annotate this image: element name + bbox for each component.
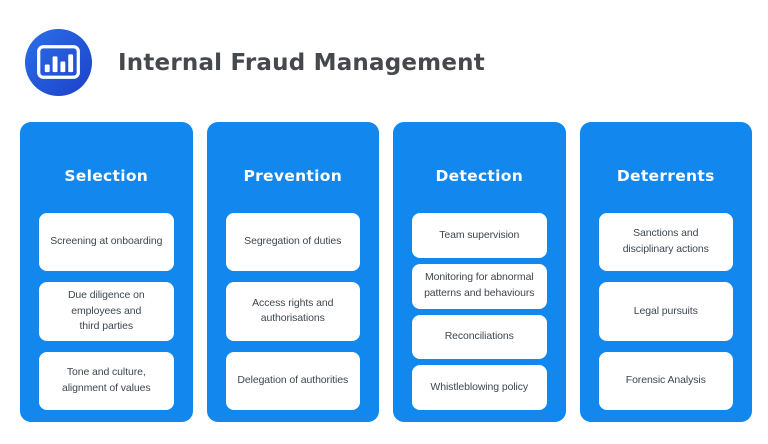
card-label: Access rights and authorisations	[252, 296, 334, 325]
card: Screening at onboarding	[39, 213, 174, 272]
card: Tone and culture, alignment of values	[39, 351, 174, 410]
column-title: Prevention	[243, 167, 343, 185]
column-deterrents: Deterrents Sanctions and disciplinary ac…	[579, 122, 752, 422]
card: Segregation of duties	[225, 213, 360, 272]
column-title: Detection	[435, 167, 524, 185]
card: Sanctions and disciplinary actions	[598, 213, 733, 272]
column-prevention: Prevention Segregation of duties Access …	[206, 122, 379, 422]
card-list: Screening at onboarding Due diligence on…	[39, 213, 174, 410]
column-title: Selection	[64, 167, 149, 185]
card: Monitoring for abnormal patterns and beh…	[412, 263, 547, 309]
card-label: Tone and culture, alignment of values	[61, 366, 151, 394]
column-selection: Selection Screening at onboarding Due di…	[20, 122, 193, 422]
card-label: Monitoring for abnormal patterns and beh…	[424, 271, 535, 300]
card-label: Legal pursuits	[633, 304, 698, 317]
card: Team supervision	[412, 213, 547, 258]
card-label: Sanctions and disciplinary actions	[622, 227, 709, 256]
card-label: Segregation of duties	[244, 235, 342, 248]
card-label: Screening at onboarding	[50, 235, 163, 248]
card-label: Delegation of authorities	[237, 373, 349, 386]
bar-chart-icon	[25, 29, 92, 96]
card-label: Forensic Analysis	[625, 373, 706, 386]
column-detection: Detection Team supervision Monitoring fo…	[393, 122, 566, 422]
card-list: Segregation of duties Access rights and …	[225, 213, 360, 410]
card: Due diligence on employees and third par…	[39, 282, 174, 341]
card: Access rights and authorisations	[225, 282, 360, 341]
card: Delegation of authorities	[225, 351, 360, 410]
card-list: Team supervision Monitoring for abnormal…	[412, 213, 547, 410]
card-list: Sanctions and disciplinary actions Legal…	[598, 213, 733, 410]
card: Whistleblowing policy	[412, 365, 547, 410]
card: Reconciliations	[412, 314, 547, 360]
card: Forensic Analysis	[598, 351, 733, 410]
page-title: Internal Fraud Management	[118, 49, 485, 76]
columns-container: Selection Screening at onboarding Due di…	[20, 122, 752, 422]
column-title: Deterrents	[616, 167, 715, 185]
card-label: Team supervision	[439, 228, 520, 241]
card-label: Whistleblowing policy	[430, 380, 529, 393]
card: Legal pursuits	[598, 282, 733, 341]
header: Internal Fraud Management	[25, 29, 485, 96]
card-label: Due diligence on employees and third par…	[67, 288, 145, 333]
card-label: Reconciliations	[444, 330, 514, 342]
